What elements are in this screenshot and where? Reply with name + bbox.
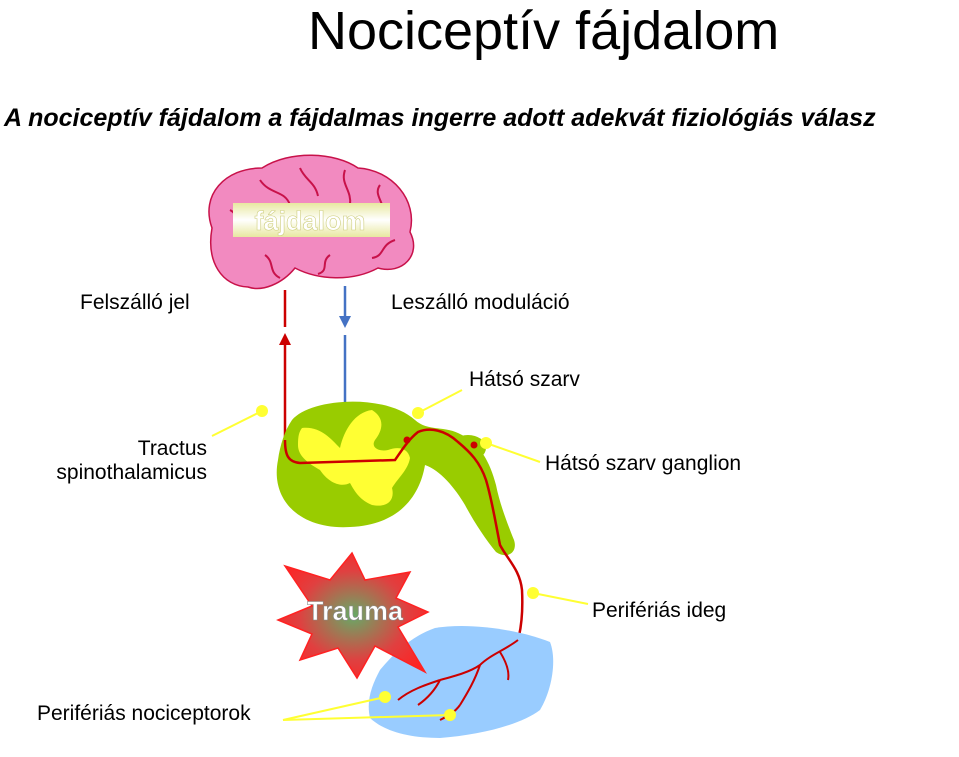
synapse-dot-1 bbox=[403, 436, 411, 444]
spinal-cord-gray-matter bbox=[298, 410, 410, 506]
pointer-ganglion bbox=[480, 437, 541, 463]
spinal-cord bbox=[276, 401, 515, 556]
ascending-arrow bbox=[279, 333, 291, 440]
ascending-signal-label: Felszálló jel bbox=[80, 291, 190, 314]
brain: fájdalom bbox=[208, 154, 415, 290]
descending-arrow-top bbox=[339, 286, 351, 328]
trauma-star bbox=[276, 551, 430, 680]
pointer-nerve bbox=[527, 587, 589, 605]
nerve-endings bbox=[397, 639, 519, 721]
nociceptors-label: Perifériás nociceptorok bbox=[37, 702, 251, 725]
pointer-dorsal-horn bbox=[412, 389, 463, 419]
trauma-starburst: Trauma bbox=[276, 551, 430, 680]
page-title: Nociceptív fájdalom bbox=[308, 1, 780, 61]
tract-label-line1: Tractus bbox=[137, 437, 207, 460]
peripheral-nerve-label: Perifériás ideg bbox=[592, 599, 727, 622]
brain-label-box bbox=[233, 203, 390, 237]
trauma-label: Trauma bbox=[307, 596, 404, 626]
nerve-pathway bbox=[283, 428, 524, 641]
pointer-nociceptors bbox=[282, 691, 456, 721]
ganglion-label: Hátsó szarv ganglion bbox=[545, 452, 742, 475]
brain-label: fájdalom bbox=[254, 206, 365, 236]
descending-modulation-label: Leszálló moduláció bbox=[391, 291, 570, 314]
pointer-tract bbox=[211, 405, 268, 437]
synapse-dot-2 bbox=[470, 441, 478, 449]
page-subtitle: A nociceptív fájdalom a fájdalmas ingerr… bbox=[4, 104, 876, 132]
dorsal-horn-label: Hátsó szarv bbox=[469, 368, 580, 391]
tract-label-line2: spinothalamicus bbox=[56, 461, 207, 484]
